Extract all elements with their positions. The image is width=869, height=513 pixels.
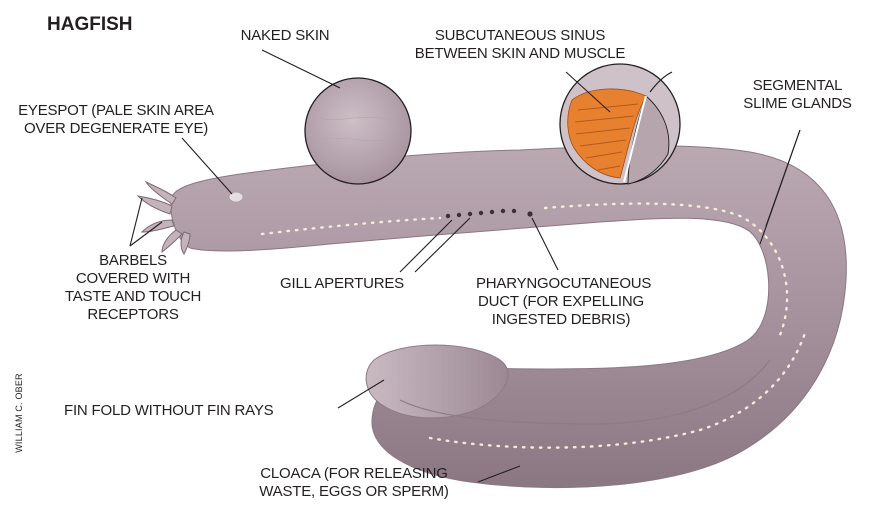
label-fin-fold: FIN FOLD WITHOUT FIN RAYS (64, 402, 273, 420)
label-subcutaneous-sinus: SUBCUTANEOUS SINUS BETWEEN SKIN AND MUSC… (390, 27, 650, 63)
diagram-title: HAGFISH (47, 14, 133, 36)
naked-skin-inset (305, 78, 411, 184)
artist-credit: WILLIAM C. OBER (14, 373, 24, 453)
pharyngocutaneous-duct (527, 211, 532, 216)
label-cloaca: CLOACA (FOR RELEASING WASTE, EGGS OR SPE… (234, 465, 474, 501)
label-eyespot: EYESPOT (PALE SKIN AREA OVER DEGENERATE … (2, 102, 230, 138)
label-gill-apertures: GILL APERTURES (262, 275, 422, 293)
label-slime-glands: SEGMENTAL SLIME GLANDS (735, 77, 860, 113)
sinus-inset (560, 64, 680, 184)
label-pharyngocutaneous-duct: PHARYNGOCUTANEOUS DUCT (FOR EXPELLING IN… (476, 275, 646, 329)
label-naked-skin: NAKED SKIN (200, 27, 370, 45)
label-barbels: BARBELS COVERED WITH TASTE AND TOUCH REC… (58, 252, 208, 324)
